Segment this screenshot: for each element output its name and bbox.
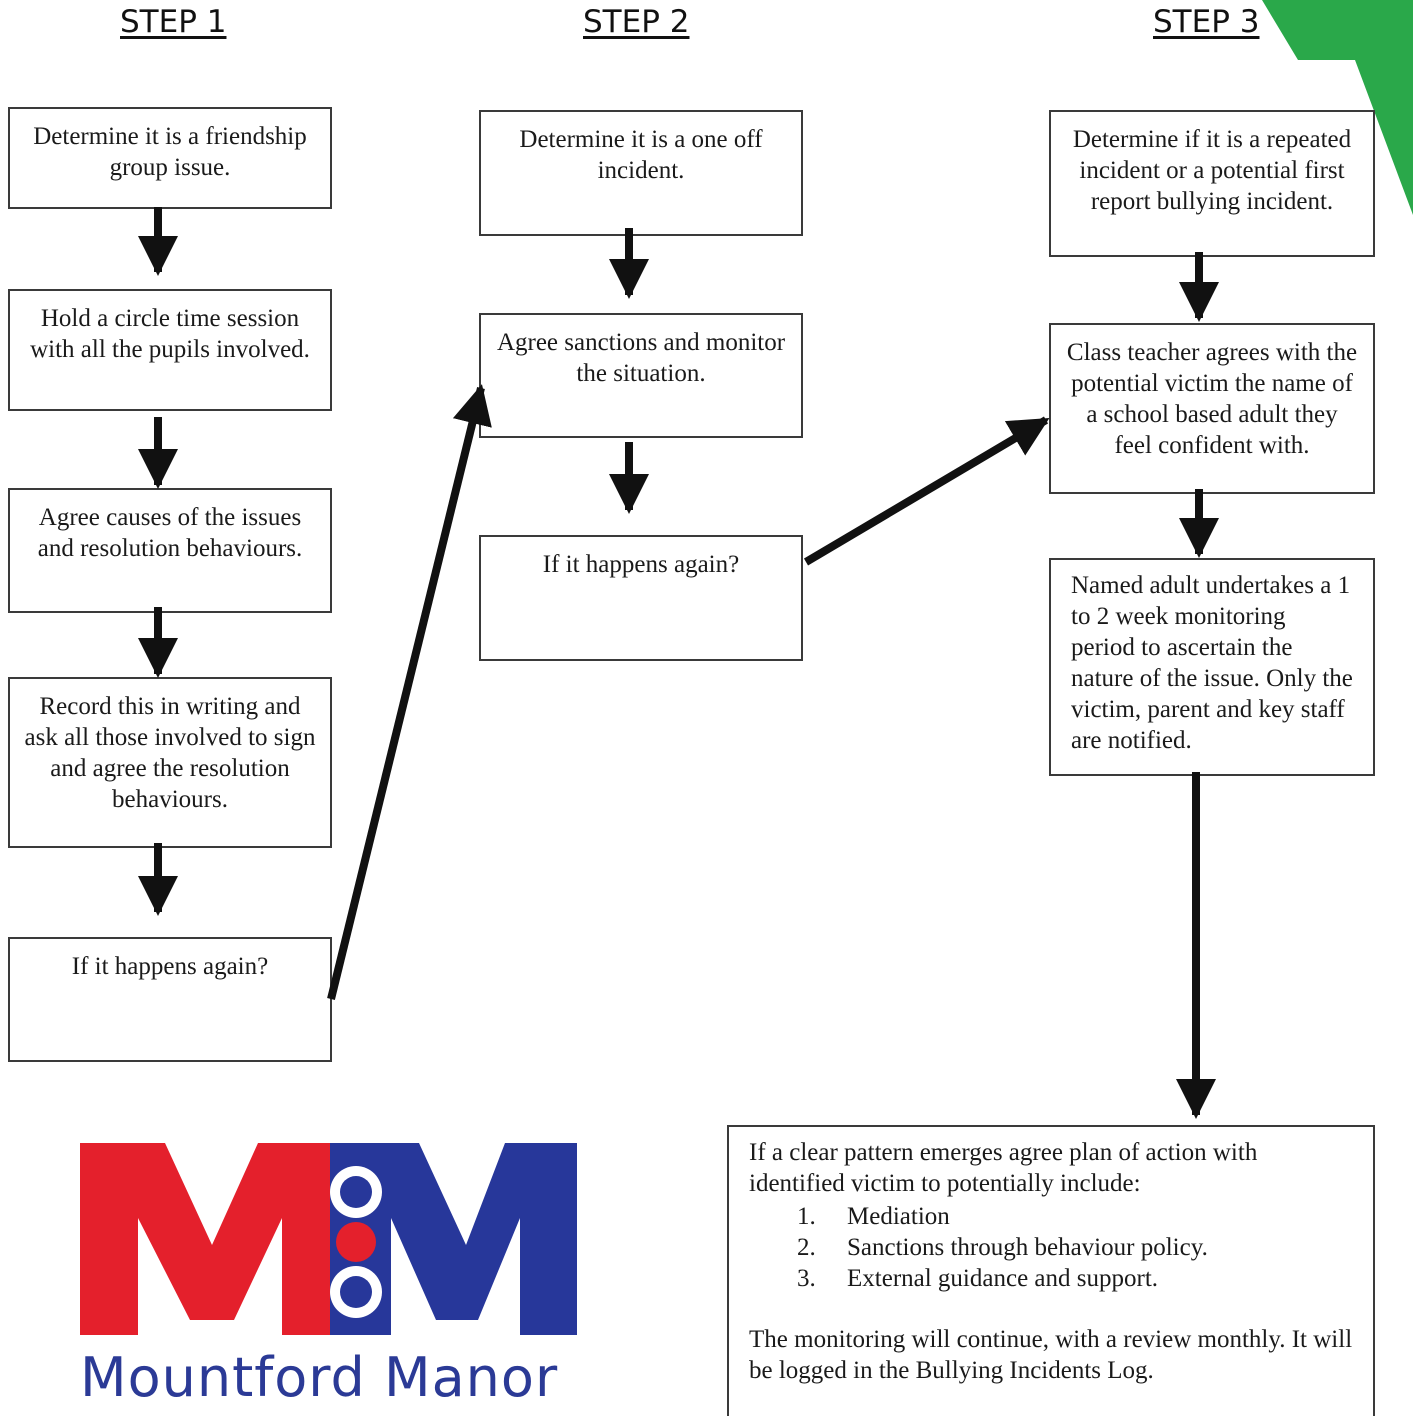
final-option-3: 3.External guidance and support.	[797, 1265, 1159, 1292]
green-corner-shape	[1262, 0, 1413, 215]
step-1-heading: STEP 1	[120, 4, 227, 40]
final-option-1: 1.Mediation	[797, 1203, 950, 1230]
step3-box-repeated: Determine if it is a repeated incident o…	[1049, 110, 1375, 257]
logo-wordmark: Mountford Manor	[80, 1346, 559, 1409]
step2-box-sanctions: Agree sanctions and monitor the situatio…	[479, 313, 803, 438]
step-3-heading: STEP 3	[1153, 4, 1260, 40]
logo-red-m	[80, 1143, 340, 1335]
step1-box-friendship: Determine it is a friendship group issue…	[8, 107, 332, 209]
final-intro: If a clear pattern emerges agree plan of…	[749, 1139, 1258, 1197]
step1-box-agree-causes: Agree causes of the issues and resolutio…	[8, 488, 332, 613]
logo-blue-m	[330, 1143, 577, 1335]
step1-box-record-writing: Record this in writing and ask all those…	[8, 677, 332, 848]
step3-box-named-adult: Named adult undertakes a 1 to 2 week mon…	[1049, 558, 1375, 776]
final-options-list: 1.Mediation 2.Sanctions through behaviou…	[749, 1201, 1353, 1294]
final-action-box: If a clear pattern emerges agree plan of…	[727, 1125, 1375, 1416]
step1-box-circle-time: Hold a circle time session with all the …	[8, 289, 332, 411]
arrow-s1-to-s2	[327, 384, 492, 1000]
final-closing: The monitoring will continue, with a rev…	[749, 1326, 1353, 1384]
arrow-s2-to-s3	[803, 416, 1050, 566]
step2-box-happens-again: If it happens again?	[479, 535, 803, 661]
step3-box-class-teacher: Class teacher agrees with the potential …	[1049, 323, 1375, 494]
step2-box-one-off: Determine it is a one off incident.	[479, 110, 803, 236]
logo-puzzle-knob-mid	[336, 1222, 376, 1262]
step-2-heading: STEP 2	[583, 4, 690, 40]
step1-box-happens-again: If it happens again?	[8, 937, 332, 1062]
final-option-2: 2.Sanctions through behaviour policy.	[797, 1234, 1208, 1261]
